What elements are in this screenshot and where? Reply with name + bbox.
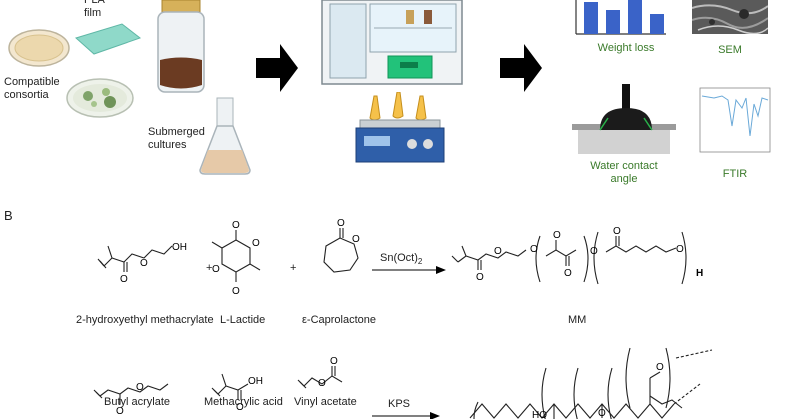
atom-o-caprolactone-ring: O: [352, 234, 360, 245]
atom-o-mm-8: O: [676, 244, 684, 255]
petri-dish-top: [8, 29, 70, 67]
reactant-hema: 2-hydroxyethyl methacrylate: [76, 314, 214, 326]
atom-oh-hema: OH: [172, 242, 187, 253]
atom-o-lactide-ring-1: O: [252, 238, 260, 249]
initiator-kps: KPS: [388, 398, 411, 410]
water-contact-angle-label: Water contact angle: [590, 160, 658, 185]
ftir-label: FTIR: [722, 168, 748, 180]
water-contact-angle-image: [572, 84, 676, 154]
shaker-with-flasks: [355, 92, 445, 163]
soil-jar: [157, 0, 205, 93]
reaction-scheme: OH O O O O O O O O O O O O O O O O H O O…: [93, 218, 713, 419]
reactant-vinyl-acetate: Vinyl acetate: [294, 396, 357, 408]
atom-o-mm-5: O: [564, 268, 572, 279]
atom-o-va-ester: O: [318, 378, 326, 389]
atom-o-maa-carbonyl: O: [236, 402, 244, 413]
process-arrow-2: [500, 44, 542, 92]
weight-loss-label: Weight loss: [597, 42, 655, 54]
sem-label: SEM: [718, 44, 742, 56]
atom-o-caprolactone-carbonyl: O: [337, 218, 345, 229]
atom-o-lactide-ring-2: O: [212, 264, 220, 275]
process-arrow-1: [256, 44, 298, 92]
panel-b-label: B: [4, 208, 13, 223]
consortia-label: Compatible consortia: [4, 76, 60, 101]
plus-1: +: [206, 262, 213, 274]
atom-o-mm-3: O: [530, 244, 538, 255]
incubator: [321, 0, 463, 85]
atom-o-va-carbonyl: O: [330, 356, 338, 367]
reactant-butyl-acrylate: Butyl acrylate: [104, 396, 171, 408]
atom-o-hema-carbonyl: O: [120, 274, 128, 285]
pla-film-illustration: [75, 23, 142, 55]
atom-o-mm-7: O: [613, 226, 621, 237]
reactant-methacrylic-acid: Methacrylic acid: [204, 396, 283, 408]
catalyst-subscript: 2: [417, 257, 423, 267]
atom-o-mm-1: O: [494, 246, 502, 257]
atom-o-lactide-top: O: [232, 220, 240, 231]
atom-o-ba-carbonyl: O: [116, 406, 124, 417]
product-mm: MM: [568, 314, 587, 326]
atom-o-copolymer: O: [598, 408, 606, 419]
atom-h-mm: H: [696, 268, 703, 279]
sem-micrograph: [692, 0, 768, 34]
atom-o-ba-ester: O: [136, 382, 144, 393]
pla-film-label: PLA film: [84, 0, 105, 19]
atom-o-mm-4: O: [553, 230, 561, 241]
atom-ho-copolymer: HO: [532, 410, 547, 419]
atom-o-mm-6: O: [590, 246, 598, 257]
plus-2: +: [290, 262, 297, 274]
catalyst-label: Sn(Oct)2: [380, 252, 423, 267]
ftir-spectrum: [699, 87, 771, 153]
atom-oh-maa: OH: [248, 376, 263, 387]
petri-dish-bottom: [66, 78, 134, 118]
atom-o-hema: O: [140, 258, 148, 269]
culture-flask: [199, 97, 251, 175]
atom-o-mm-2: O: [476, 272, 484, 283]
weight-loss-bar-chart: [575, 0, 666, 35]
atom-o-copolymer-2: O: [656, 362, 664, 373]
reactant-lactide: L-Lactide: [220, 314, 266, 326]
atom-o-lactide-bottom: O: [232, 286, 240, 297]
reactant-caprolactone: ε-Caprolactone: [302, 314, 376, 326]
submerged-label: Submerged cultures: [148, 126, 205, 151]
